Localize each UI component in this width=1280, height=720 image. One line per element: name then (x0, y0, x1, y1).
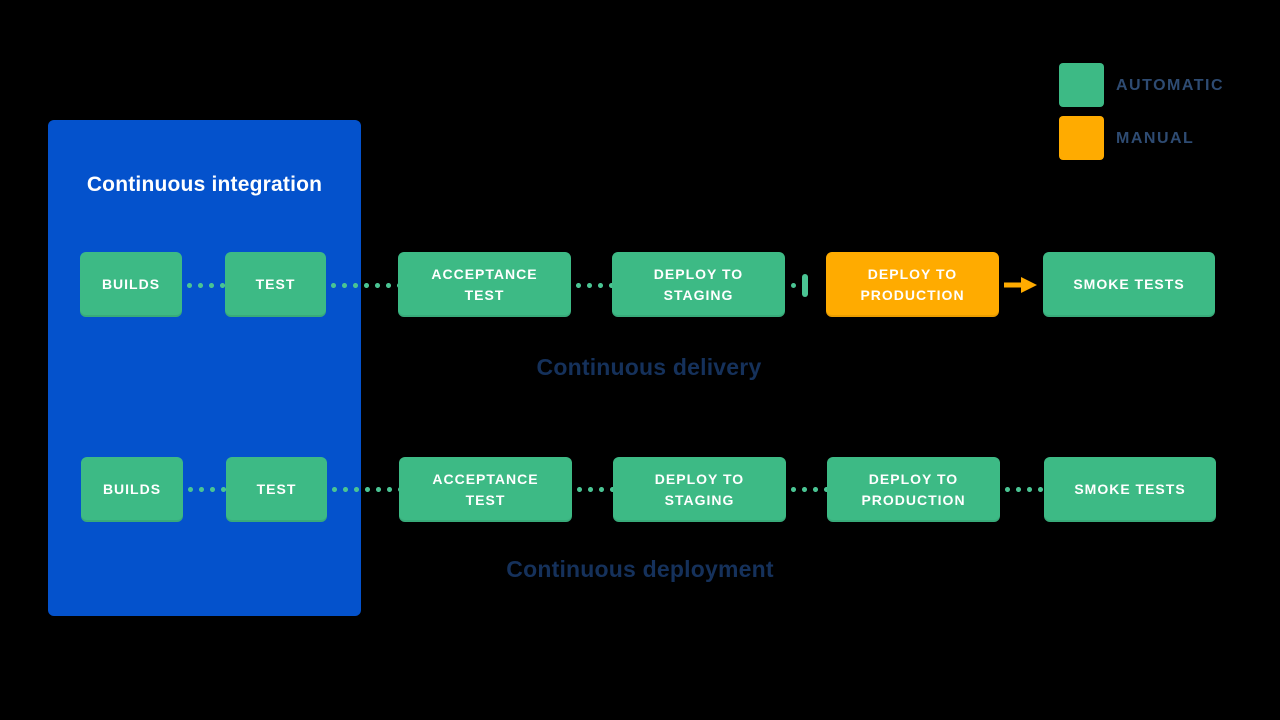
legend-manual-label: MANUAL (1116, 130, 1195, 147)
stage-label: SMOKE TESTS (1074, 481, 1186, 497)
manual-gate-bar (802, 274, 808, 297)
stage-deploy-to-production-delivery: DEPLOY TO PRODUCTION (826, 252, 999, 317)
connector-dotted (182, 283, 225, 288)
legend-automatic-label: AUTOMATIC (1116, 77, 1225, 94)
stage-smoke-tests-deployment: SMOKE TESTS (1044, 457, 1216, 522)
legend-manual-swatch (1059, 116, 1104, 160)
connector-dotted (327, 487, 399, 492)
legend-automatic-swatch (1059, 63, 1104, 107)
stage-label: DEPLOY TO STAGING (654, 470, 745, 508)
connector-dotted (572, 487, 613, 492)
manual-gate-dot (791, 283, 796, 288)
stage-builds-deployment: BUILDS (81, 457, 183, 522)
continuous-integration-box (48, 120, 361, 616)
stage-acceptance-test-delivery: ACCEPTANCE TEST (398, 252, 571, 317)
manual-arrow-icon (1004, 275, 1038, 295)
stage-label: BUILDS (101, 276, 161, 292)
stage-label: TEST (256, 481, 297, 497)
continuous-deployment-label: Continuous deployment (506, 556, 774, 582)
stage-label: DEPLOY TO STAGING (653, 265, 744, 303)
stage-label: ACCEPTANCE TEST (431, 265, 538, 303)
stage-test-deployment: TEST (226, 457, 327, 522)
stage-label: BUILDS (102, 481, 162, 497)
stage-deploy-to-production-deployment: DEPLOY TO PRODUCTION (827, 457, 1000, 522)
stage-acceptance-test-deployment: ACCEPTANCE TEST (399, 457, 572, 522)
connector-dotted (183, 487, 226, 492)
connector-dotted (1000, 487, 1044, 492)
stage-builds-delivery: BUILDS (80, 252, 182, 317)
stage-smoke-tests-delivery: SMOKE TESTS (1043, 252, 1215, 317)
continuous-integration-title: Continuous integration (86, 173, 323, 196)
stage-label: TEST (255, 276, 296, 292)
connector-dotted (571, 283, 612, 288)
stage-label: ACCEPTANCE TEST (432, 470, 539, 508)
stage-label: SMOKE TESTS (1073, 276, 1185, 292)
continuous-delivery-label: Continuous delivery (536, 354, 762, 380)
connector-dotted (326, 283, 398, 288)
stage-deploy-to-staging-deployment: DEPLOY TO STAGING (613, 457, 786, 522)
stage-deploy-to-staging-delivery: DEPLOY TO STAGING (612, 252, 785, 317)
stage-test-delivery: TEST (225, 252, 326, 317)
connector-dotted (786, 487, 827, 492)
stage-label: DEPLOY TO PRODUCTION (860, 265, 965, 303)
stage-label: DEPLOY TO PRODUCTION (861, 470, 966, 508)
